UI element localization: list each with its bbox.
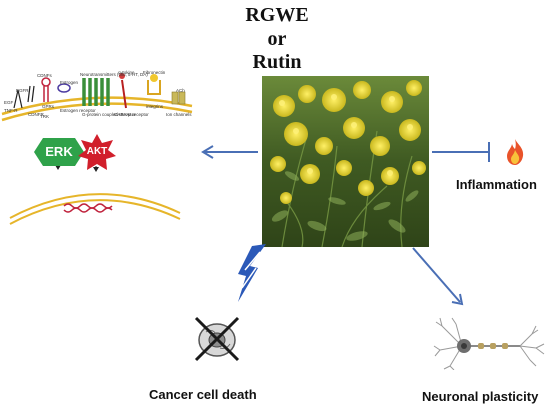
lightning-icon	[238, 244, 266, 302]
neuron-icon	[433, 317, 545, 370]
fire-icon	[507, 139, 524, 165]
pathway-label: GABAAr receptor	[114, 112, 149, 117]
pathway-label: CDNFs	[37, 73, 52, 78]
pathway-label: TRK	[40, 114, 49, 119]
arrow-to-neuron-head	[451, 293, 464, 306]
neuronal-label: Neuronal plasticity	[422, 389, 539, 404]
arrow-to-pathway-head	[201, 145, 214, 159]
erk-label: ERK	[45, 144, 73, 159]
pathway-label: CDNFR	[28, 112, 44, 117]
pathway-label: TNF-R	[4, 108, 18, 113]
akt-label: AKT	[86, 146, 108, 157]
pathway-label: GPRs	[42, 104, 55, 109]
pathway-label: Ion channels	[166, 112, 192, 117]
pathway-label: integrins	[146, 104, 164, 109]
pathway-label: EGF	[4, 100, 14, 105]
pathway-label: Neurotransmitters (Glu, 5-HT, DA)	[80, 72, 148, 77]
pathway-label: Estrogen	[60, 80, 79, 85]
arrow-to-neuron	[412, 247, 461, 303]
erk-badge	[34, 138, 84, 166]
pathway-label: Fibronectin	[143, 70, 166, 75]
pathway-label: G-protein coupled receptor	[82, 112, 136, 117]
pathway-label: Estrogen receptor	[60, 108, 96, 113]
plant-photo	[262, 76, 429, 247]
title-line-1: RGWE	[245, 4, 309, 26]
pathway-label: EGFR	[16, 88, 29, 93]
signaling-pathway-panel	[1, 73, 193, 225]
inflammation-label: Inflammation	[456, 177, 537, 192]
title-line-2: or	[267, 28, 287, 50]
pathway-label: cytokine	[118, 70, 135, 75]
cancer-label: Cancer cell death	[149, 387, 257, 402]
pathway-label: ACh	[176, 88, 185, 93]
title-line-3: Rutin	[252, 51, 302, 73]
akt-badge	[78, 134, 116, 170]
crossed-cell-icon	[194, 316, 240, 362]
